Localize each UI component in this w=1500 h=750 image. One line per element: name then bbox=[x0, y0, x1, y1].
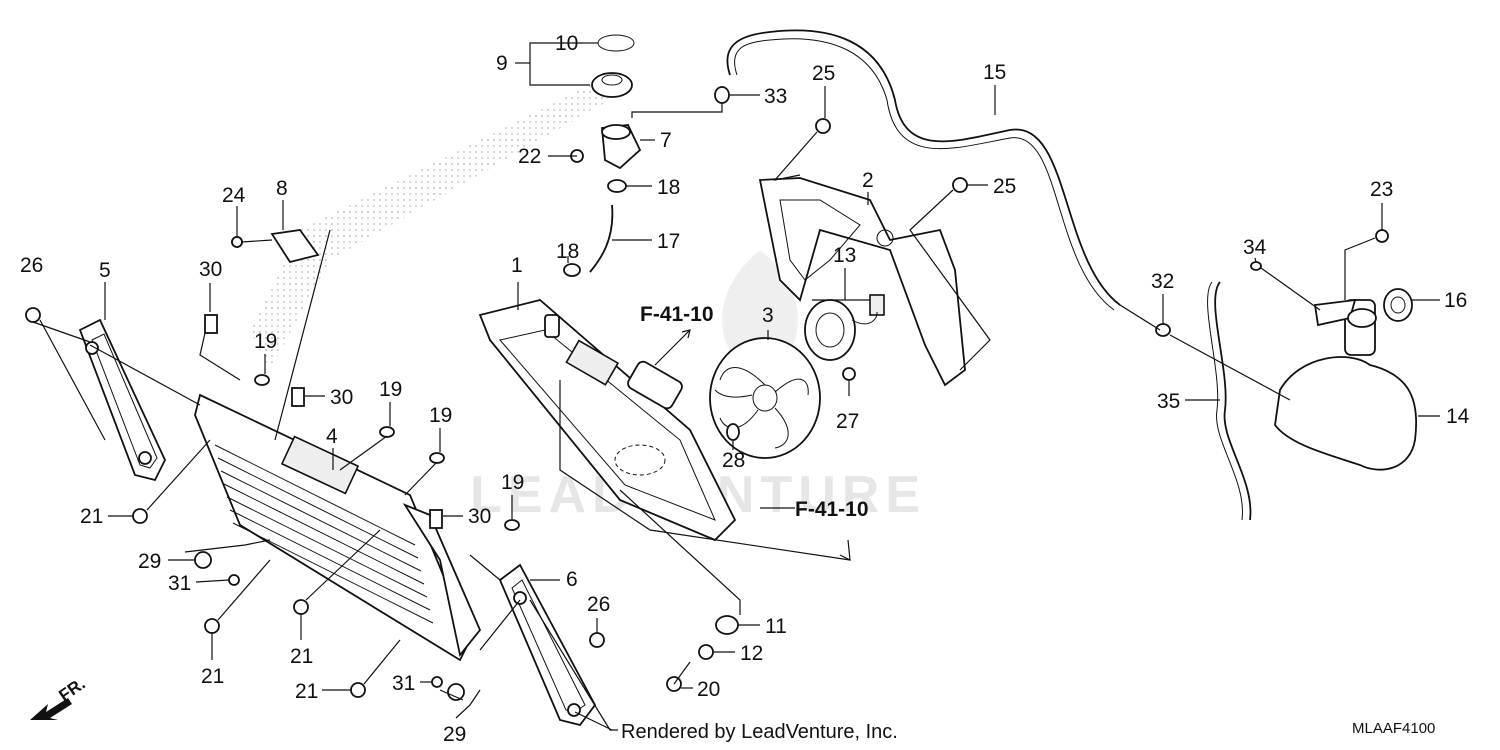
callout-31-a: 31 bbox=[168, 572, 191, 595]
callout-33: 33 bbox=[764, 85, 787, 108]
callout-29-a: 29 bbox=[138, 550, 161, 573]
callout-15: 15 bbox=[983, 61, 1006, 84]
reference-upper: F-41-10 bbox=[640, 303, 714, 326]
callout-9: 9 bbox=[496, 52, 508, 75]
side-cover-right bbox=[498, 563, 597, 727]
cooling-fan bbox=[709, 337, 821, 459]
breather-hose bbox=[726, 29, 1121, 306]
clamp-18-lower bbox=[563, 263, 581, 277]
callout-21-b: 21 bbox=[201, 665, 224, 688]
callout-25-a: 25 bbox=[812, 62, 835, 85]
callout-2: 2 bbox=[862, 169, 874, 192]
callout-19-a: 19 bbox=[254, 330, 277, 353]
callout-28: 28 bbox=[722, 449, 745, 472]
reserve-tank-cap bbox=[1383, 288, 1413, 322]
callout-21-a: 21 bbox=[80, 505, 103, 528]
callout-18-upper: 18 bbox=[657, 176, 680, 199]
radiator-left bbox=[194, 393, 482, 662]
callout-34: 34 bbox=[1243, 236, 1267, 259]
diagram-code: MLAAF4100 bbox=[1352, 720, 1435, 737]
clamp-18-upper bbox=[607, 179, 627, 193]
callout-16: 16 bbox=[1444, 289, 1467, 312]
callout-1: 1 bbox=[511, 254, 523, 277]
leader-lines bbox=[32, 42, 1440, 731]
callout-26-a: 26 bbox=[20, 254, 43, 277]
callout-7: 7 bbox=[660, 129, 672, 152]
callout-35: 35 bbox=[1157, 390, 1180, 413]
callout-24: 24 bbox=[222, 184, 246, 207]
exploded-view-shading bbox=[250, 85, 610, 370]
callout-6: 6 bbox=[566, 568, 578, 591]
callout-13: 13 bbox=[833, 244, 856, 267]
callout-32: 32 bbox=[1151, 270, 1174, 293]
fan-motor bbox=[804, 294, 885, 361]
breather-hose-inner bbox=[734, 38, 1115, 311]
side-cover-left bbox=[78, 318, 166, 482]
callout-27: 27 bbox=[836, 410, 859, 433]
siphon-tube bbox=[1214, 281, 1252, 521]
callout-21-d: 21 bbox=[295, 680, 318, 703]
callout-20: 20 bbox=[697, 678, 720, 701]
callout-12: 12 bbox=[740, 642, 763, 665]
callout-17: 17 bbox=[657, 230, 680, 253]
callout-5: 5 bbox=[99, 259, 111, 282]
callout-26-b: 26 bbox=[587, 593, 610, 616]
radiator-left-fins bbox=[214, 444, 434, 624]
callout-19-b: 19 bbox=[379, 378, 402, 401]
callout-8: 8 bbox=[276, 177, 288, 200]
callout-19-d: 19 bbox=[501, 471, 524, 494]
callout-31-b: 31 bbox=[392, 672, 415, 695]
callout-14: 14 bbox=[1446, 405, 1470, 428]
front-direction-indicator: FR. bbox=[30, 674, 89, 720]
callout-21-c: 21 bbox=[290, 645, 313, 668]
callout-11: 11 bbox=[765, 615, 787, 638]
reference-lower: F-41-10 bbox=[795, 498, 869, 521]
callout-10: 10 bbox=[555, 32, 578, 55]
front-label: FR. bbox=[55, 674, 88, 705]
radiator-main bbox=[478, 299, 737, 542]
callout-4: 4 bbox=[326, 425, 338, 448]
callout-23: 23 bbox=[1370, 178, 1393, 201]
callout-labels: 1 2 3 4 5 6 7 8 9 10 11 12 13 14 15 16 1… bbox=[20, 32, 1470, 746]
clip-33 bbox=[714, 86, 730, 104]
reserve-tank bbox=[1274, 298, 1418, 471]
callout-29-b: 29 bbox=[443, 723, 466, 746]
callout-25-b: 25 bbox=[993, 175, 1016, 198]
callout-30-c: 30 bbox=[468, 505, 491, 528]
callout-19-c: 19 bbox=[429, 404, 452, 427]
callout-3: 3 bbox=[762, 304, 774, 327]
callout-18-lower: 18 bbox=[556, 240, 579, 263]
callout-22: 22 bbox=[518, 145, 541, 168]
render-credit: Rendered by LeadVenture, Inc. bbox=[621, 721, 898, 743]
radiator-cap-group bbox=[591, 34, 642, 170]
callout-30-b: 30 bbox=[330, 386, 353, 409]
callout-30-a: 30 bbox=[199, 258, 222, 281]
fan-shroud bbox=[758, 177, 966, 387]
fasteners bbox=[25, 118, 1389, 701]
